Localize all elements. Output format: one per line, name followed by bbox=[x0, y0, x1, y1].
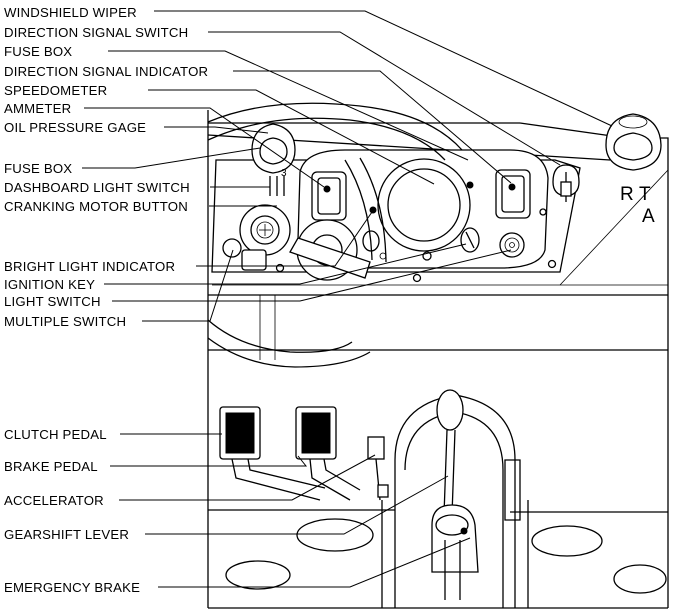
brake-pedal bbox=[295, 406, 361, 501]
fuse-box-left bbox=[251, 123, 296, 174]
light-switch-knob bbox=[499, 232, 525, 258]
floor-plug bbox=[613, 564, 667, 594]
label-fuse-box: FUSE BOX bbox=[4, 161, 72, 176]
clutch-pedal bbox=[219, 406, 326, 501]
panel-screw bbox=[412, 273, 422, 283]
label-multiple-switch: MULTIPLE SWITCH bbox=[4, 314, 126, 329]
label-accelerator: ACCELERATOR bbox=[4, 493, 104, 508]
accelerator-pedal bbox=[367, 436, 389, 501]
label-windshield-wiper: WINDSHIELD WIPER bbox=[4, 5, 137, 20]
callout-labels: WINDSHIELD WIPER DIRECTION SIGNAL SWITCH… bbox=[4, 5, 208, 595]
switch-3-mark: 3 bbox=[281, 168, 287, 179]
leader-lines bbox=[82, 10, 613, 588]
t-mark: T bbox=[639, 184, 651, 205]
label-direction-signal-switch: DIRECTION SIGNAL SWITCH bbox=[4, 25, 188, 40]
bright-light-indicator-lamp bbox=[369, 206, 377, 214]
label-ammeter: AMMETER bbox=[4, 101, 71, 116]
emergency-brake bbox=[431, 504, 479, 600]
label-oil-pressure-gage: OIL PRESSURE GAGE bbox=[4, 120, 146, 135]
steering-wheel bbox=[207, 102, 463, 368]
instrument-cluster bbox=[297, 149, 549, 269]
floor-plug bbox=[296, 518, 374, 552]
dashboard-light-switch: 3 bbox=[269, 168, 287, 196]
label-gearshift-lever: GEARSHIFT LEVER bbox=[4, 527, 129, 542]
label-clutch-pedal: CLUTCH PEDAL bbox=[4, 427, 107, 442]
label-speedometer: SPEEDOMETER bbox=[4, 83, 107, 98]
label-bright-light-indicator: BRIGHT LIGHT INDICATOR bbox=[4, 259, 175, 274]
direction-signal-switch bbox=[552, 164, 580, 202]
windshield-wiper bbox=[605, 113, 662, 171]
a-mark: A bbox=[642, 206, 655, 227]
label-cranking-motor-button: CRANKING MOTOR BUTTON bbox=[4, 199, 188, 214]
label-ignition-key: IGNITION KEY bbox=[4, 277, 95, 292]
direction-signal-indicator-lamp bbox=[466, 181, 474, 189]
rt-mark: R bbox=[620, 184, 634, 205]
panel-screw bbox=[547, 259, 557, 269]
label-light-switch: LIGHT SWITCH bbox=[4, 294, 101, 309]
floor-plug bbox=[225, 560, 291, 590]
label-fuse-box-top: FUSE BOX bbox=[4, 44, 72, 59]
floor-area bbox=[208, 295, 669, 609]
cranking-motor-button bbox=[222, 204, 291, 271]
label-brake-pedal: BRAKE PEDAL bbox=[4, 459, 98, 474]
label-dashboard-light-switch: DASHBOARD LIGHT SWITCH bbox=[4, 180, 190, 195]
label-direction-signal-indicator: DIRECTION SIGNAL INDICATOR bbox=[4, 64, 208, 79]
label-emergency-brake: EMERGENCY BRAKE bbox=[4, 580, 140, 595]
gearshift-lever bbox=[436, 389, 464, 516]
floor-plug bbox=[531, 525, 603, 557]
